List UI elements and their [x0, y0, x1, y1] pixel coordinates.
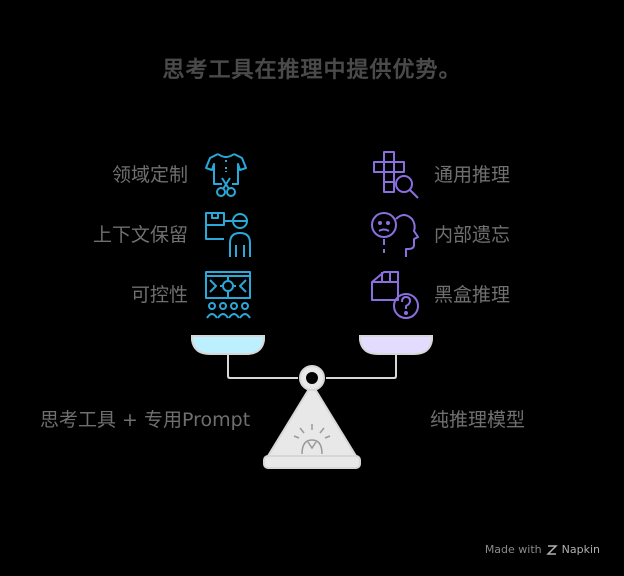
footer-brand: Napkin	[561, 543, 600, 556]
tailored-shirt-scissors-icon	[205, 153, 247, 197]
right-beam	[326, 348, 397, 379]
left-pan	[191, 335, 265, 355]
puzzle-search-icon	[373, 151, 419, 199]
page-title: 思考工具在推理中提供优势。	[162, 58, 462, 83]
dial-icon	[293, 424, 331, 455]
team-control-icon	[205, 271, 251, 319]
box-question-icon	[371, 271, 419, 319]
label-general-reasoning: 通用推理	[434, 164, 511, 186]
scale-base	[263, 455, 361, 469]
scale-stand	[266, 382, 358, 457]
confused-head-icon	[371, 212, 419, 257]
label-domain-custom: 领域定制	[111, 164, 188, 186]
footer-made-with: Made with	[484, 543, 542, 556]
label-blackbox-reasoning: 黑盒推理	[434, 284, 511, 306]
left-beam	[227, 348, 298, 379]
label-context-retention: 上下文保留	[92, 224, 188, 246]
footer: Made with Napkin	[485, 543, 600, 556]
napkin-logo-icon	[545, 544, 558, 555]
person-box-icon	[205, 212, 251, 257]
right-pan	[359, 335, 433, 355]
label-internal-forgetting: 内部遗忘	[434, 224, 511, 246]
label-controllability: 可控性	[130, 284, 188, 306]
balance-scale	[191, 335, 433, 469]
caption-left: 思考工具 + 专用Prompt	[40, 409, 251, 431]
caption-right: 纯推理模型	[430, 409, 526, 431]
pivot-inner	[306, 372, 318, 384]
